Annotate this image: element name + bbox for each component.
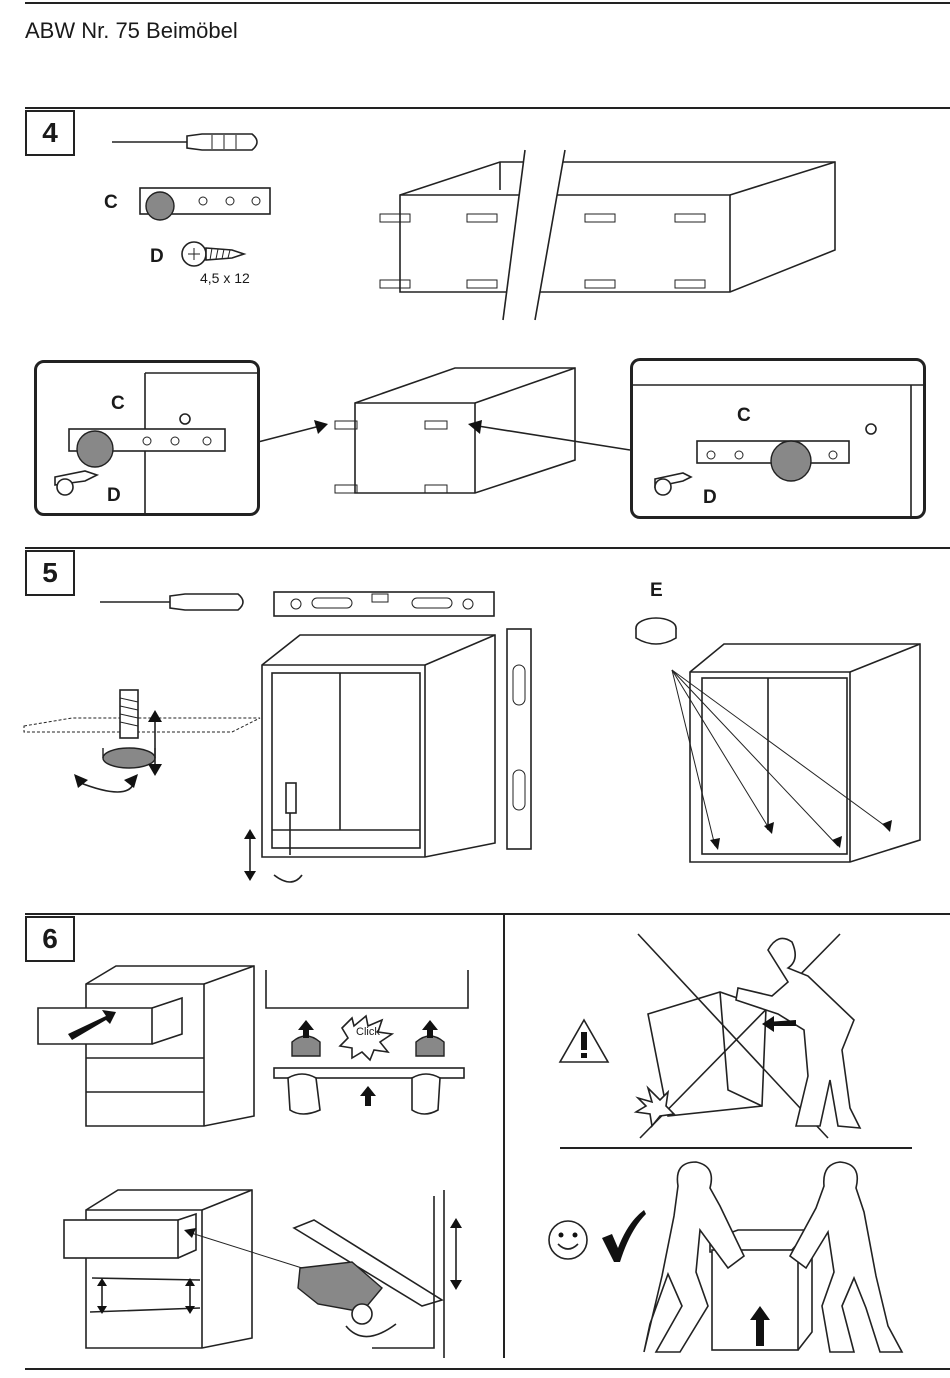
wrong-lifting-illustration	[628, 930, 878, 1142]
cabinet-caps-view	[660, 640, 930, 870]
drawer-adjust-view	[62, 1188, 482, 1360]
detail-inset-left: C D	[34, 360, 260, 516]
inset-right-bracket	[633, 361, 923, 516]
drawer-insert-view	[36, 964, 261, 1134]
click-label: Click	[356, 1026, 380, 1038]
step6-divider	[503, 915, 505, 1358]
carcass-bracket-view	[375, 150, 845, 320]
screw-d-icon	[180, 240, 250, 270]
page-title: ABW Nr. 75 Beimöbel	[25, 18, 238, 44]
part-e-label: E	[650, 580, 663, 602]
screwdriver-icon-step5	[100, 588, 250, 618]
top-rule	[25, 2, 950, 4]
screw-size: 4,5 x 12	[200, 270, 250, 286]
bracket-c-icon	[138, 180, 278, 224]
step-5-number: 5	[25, 550, 75, 596]
spirit-level-icon	[272, 590, 497, 620]
warning-triangle-icon	[556, 1016, 612, 1066]
part-d-label: D	[150, 246, 164, 268]
screwdriver-icon	[112, 128, 262, 158]
arrow-to-carcass-left	[256, 420, 336, 450]
step-4-number: 4	[25, 110, 75, 156]
bottom-rule	[25, 1368, 950, 1370]
inset-left-bracket	[37, 363, 257, 513]
arrow-to-carcass-right	[466, 418, 636, 458]
lifting-divider	[560, 1147, 912, 1149]
step-6-number: 6	[25, 916, 75, 962]
correct-lifting-illustration	[640, 1156, 910, 1361]
step6-rule	[25, 913, 950, 915]
smiley-icon	[546, 1218, 590, 1262]
leveling-foot-detail	[22, 688, 262, 798]
runner-click-detail	[262, 968, 472, 1123]
step4-rule	[25, 107, 950, 109]
detail-inset-right: C D	[630, 358, 926, 519]
cabinet-level-view	[240, 625, 540, 890]
step5-rule	[25, 547, 950, 549]
part-c-label: C	[104, 192, 118, 214]
